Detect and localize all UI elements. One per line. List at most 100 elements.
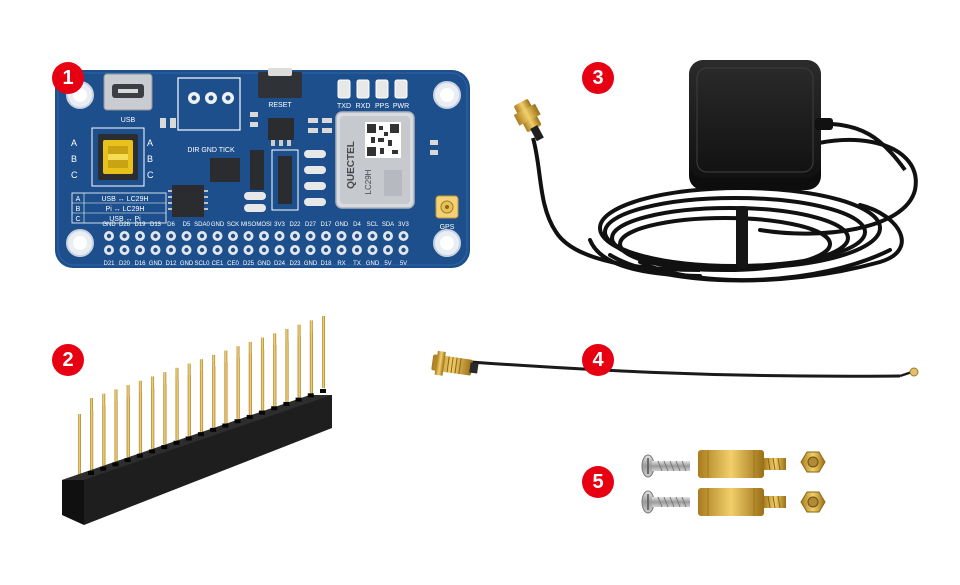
header-pin-label: SDA0 [194, 222, 210, 228]
gpio-hole-center [137, 247, 143, 253]
header-pin-label: 3V3 [398, 222, 409, 228]
socket-hole [295, 397, 302, 402]
socket-hole [88, 471, 94, 475]
socket-hole [197, 432, 204, 437]
header-pin [139, 392, 143, 455]
socket-hole [185, 436, 192, 441]
gnss-module: QUECTEL LC29H [335, 111, 415, 209]
header-pin [78, 414, 81, 476]
gpio-hole-center [385, 233, 391, 239]
header-pin [273, 344, 277, 407]
gpio-hole-center [292, 247, 298, 253]
gpio-hole-center [199, 233, 205, 239]
module-model: LC29H [364, 169, 373, 194]
header-pin-label: GND [149, 261, 163, 267]
gpio-hole-center [385, 247, 391, 253]
socket-hole [246, 414, 253, 419]
gpio-hole-center [308, 247, 313, 253]
header-pin-label: D12 [165, 261, 177, 267]
socket-hole [112, 462, 119, 467]
gpio-hole-center [106, 233, 112, 239]
gpio-hole-center [153, 233, 158, 239]
gpio-hole-center [122, 233, 127, 239]
header-pin [248, 353, 252, 416]
header-pin-label: 5V [400, 261, 407, 267]
socket-hole [320, 389, 326, 393]
header-pin-label: TX [353, 261, 361, 267]
header-pin [236, 357, 240, 420]
header-pin [187, 375, 191, 438]
gpio-hole-center [215, 233, 220, 239]
header-pin-label: MOSI [256, 222, 272, 228]
header-pin [322, 316, 325, 388]
gpio-hole-center [354, 247, 360, 253]
gpio-hole-center [261, 233, 267, 239]
usb-uart-chip [172, 185, 204, 217]
item-number-badge-1: 1 [52, 62, 84, 94]
item-number-badge-4: 4 [582, 344, 614, 376]
header-pin-label: D27 [305, 222, 317, 228]
rxd-label: RXD [356, 103, 371, 110]
gpio-hole-center [401, 233, 406, 239]
gps-antenna [513, 60, 918, 283]
socket-hole [210, 427, 217, 432]
gpio-hole-center [261, 247, 267, 253]
reset-button [258, 68, 302, 98]
header-pin-label: D23 [289, 261, 301, 267]
socket-hole [222, 423, 229, 428]
mode-key: A [76, 196, 81, 203]
header-pin-label: CE0 [227, 261, 239, 267]
socket-hole [234, 419, 241, 424]
header-pin-label: GND [304, 261, 318, 267]
gpio-hole-center [230, 247, 236, 253]
socket-hole [149, 449, 156, 454]
header-pin-label: CE1 [212, 261, 224, 267]
item-number-badge-2: 2 [52, 344, 84, 376]
gpio-hole-center [339, 247, 344, 253]
mode-text: Pi ↔ LC29H [106, 206, 145, 213]
gpio-hole-center [277, 233, 282, 239]
header-pin-label: D17 [320, 222, 332, 228]
side-letter-b-left: B [71, 154, 77, 164]
gpio-hole-center [184, 233, 189, 239]
header-pin [102, 405, 106, 468]
reset-label: RESET [268, 102, 292, 109]
status-leds [337, 79, 408, 99]
item-number-badge-5: 5 [582, 466, 614, 498]
socket-hole [100, 466, 107, 471]
header-pin-label: D4 [353, 222, 361, 228]
header-pin-label: SDA [382, 222, 394, 228]
mode-text: USB ↔ Pi [109, 216, 141, 223]
mode-text: USB ↔ LC29H [101, 196, 148, 203]
header-pin [90, 409, 94, 472]
header-pin-label: GND [335, 222, 349, 228]
gpio-hole-center [277, 247, 282, 253]
socket-hole [258, 410, 265, 415]
header-pin [114, 401, 118, 464]
gpio-hole-center [308, 233, 313, 239]
gps-label: GPS [440, 224, 455, 231]
gpio-hole-center [199, 247, 205, 253]
header-pin-label: GND [257, 261, 271, 267]
header-pin [126, 396, 130, 459]
gpio-hole-center [137, 233, 143, 239]
gpio-hole-center [168, 233, 174, 239]
module-brand: QUECTEL [346, 141, 357, 189]
header-pin-label: D5 [183, 222, 191, 228]
header-pin-label: D19 [134, 222, 146, 228]
mode-key: C [75, 216, 80, 223]
header-pin-label: SCL0 [194, 261, 210, 267]
dir-gnd-tick-label: DIR GND TICK [187, 147, 235, 154]
header-pin [297, 336, 301, 399]
mounting-holes [66, 81, 461, 257]
gpio-hole-center [106, 247, 112, 253]
gpio-hole-center [292, 233, 298, 239]
pwr-label: PWR [393, 103, 409, 110]
header-pin [212, 366, 216, 429]
mode-switch [91, 127, 145, 187]
header-pin-label: 5V [384, 261, 391, 267]
header-pin-label: GND [366, 261, 380, 267]
header-pin-label: D22 [289, 222, 301, 228]
